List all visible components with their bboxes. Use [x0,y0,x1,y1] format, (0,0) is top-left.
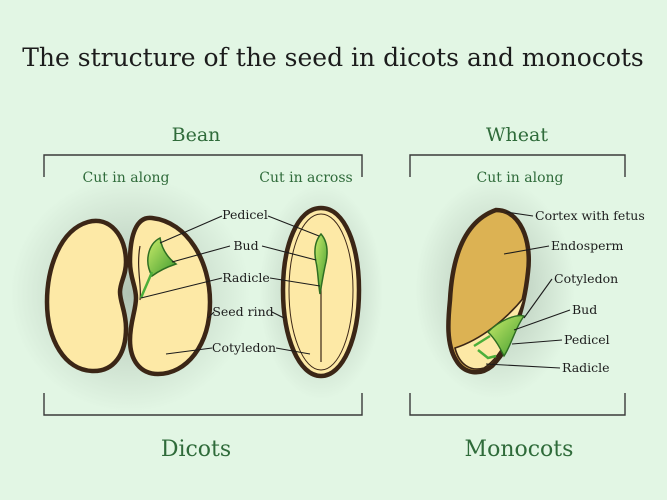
wheat-top-bracket [409,154,626,177]
wheat-bud-shape [487,314,526,358]
label-pedicel: Pedicel [222,207,268,222]
label-wheat-bud: Bud [572,302,597,317]
leader-cotyledon-right [275,347,311,355]
bean-bud-shape [147,236,178,278]
leader-bud-left [171,245,231,263]
leader-bud-right [261,245,317,261]
bean-cut-across: Cut in across [259,170,352,186]
leader-radicle-left [140,277,223,299]
leader-radicle-right [269,277,321,287]
bean-left-half [44,218,129,374]
wheat-radicle-shape [473,334,497,360]
label-wheat-radicle: Radicle [562,360,610,375]
label-endosperm: Endosperm [551,238,623,253]
leader-cotyledon-left [165,347,213,355]
leader-pedicel-right [267,215,320,237]
leader-wheat-radicle [485,363,561,369]
bean-cross-inner-rind [288,213,354,371]
wheat-heading: Wheat [486,124,548,146]
bean-heading: Bean [172,124,221,146]
leader-rind-right [271,311,285,319]
bean-bottom-bracket [43,393,363,416]
label-cortex: Cortex with fetus [535,208,645,223]
leader-pedicel-left [159,215,223,244]
leader-cortex [505,211,534,217]
label-wheat-cotyledon: Cotyledon [554,271,618,286]
label-radicle: Radicle [222,270,270,285]
monocots-footer: Monocots [465,437,574,462]
leader-wheat-cotyledon [523,278,553,319]
bean-half-inner-line [137,245,142,301]
dicots-footer: Dicots [161,437,231,462]
bean-top-bracket [43,154,363,177]
label-cotyledon: Cotyledon [212,340,276,355]
bean-radicle-shape [139,271,154,299]
leader-wheat-bud [513,309,571,331]
leader-endosperm [503,245,550,255]
page-title: The structure of the seed in dicots and … [22,43,644,72]
wheat-bottom-bracket [409,393,626,416]
bean-cross-embryo [314,232,328,295]
label-wheat-pedicel: Pedicel [564,332,610,347]
leader-rind-left [207,311,215,319]
label-bud: Bud [233,238,258,253]
label-seed-rind: Seed rind [212,304,273,319]
leader-wheat-pedicel [511,339,563,345]
